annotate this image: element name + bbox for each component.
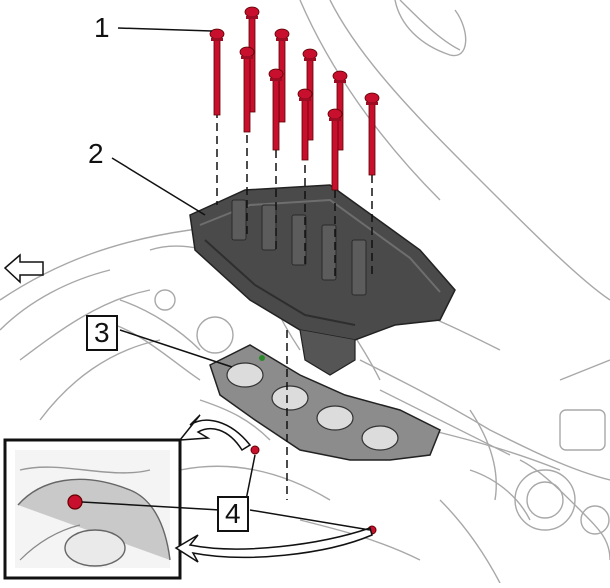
- dowel-markers: [250, 445, 377, 535]
- cylinder-head-bolt-icon: [327, 108, 343, 191]
- leader-4c: [81, 501, 221, 511]
- callout-1: 1: [94, 12, 110, 43]
- cylinder-head-bolt-icon: [268, 68, 284, 151]
- cylinder-head-bolts: [209, 6, 380, 191]
- cylinder-head: [189, 184, 456, 376]
- leader-2: [111, 157, 206, 216]
- curved-arrow-icon: [174, 414, 373, 563]
- bolt-alignment-lines: [216, 110, 373, 500]
- dowel-detail: [67, 494, 83, 510]
- cylinder-head-bolt-icon: [244, 6, 260, 113]
- cylinder-head-bolt-icon: [297, 88, 313, 161]
- leader-1: [117, 27, 213, 32]
- cylinder-head-bolt-icon: [209, 28, 225, 116]
- detail-inset: [3, 438, 182, 580]
- head-gasket: [209, 344, 441, 461]
- callout-2: 2: [88, 138, 104, 169]
- callout-4: 4: [217, 496, 249, 532]
- leader-3: [119, 329, 233, 368]
- cylinder-head-bolt-icon: [239, 46, 255, 133]
- direction-arrow-icon: [3, 253, 44, 284]
- dowel-upper: [250, 445, 260, 455]
- leader-lines: [81, 27, 371, 531]
- cylinder-head-bolt-icon: [364, 92, 380, 176]
- leader-4b: [249, 509, 371, 531]
- callout-3: 3: [86, 315, 118, 351]
